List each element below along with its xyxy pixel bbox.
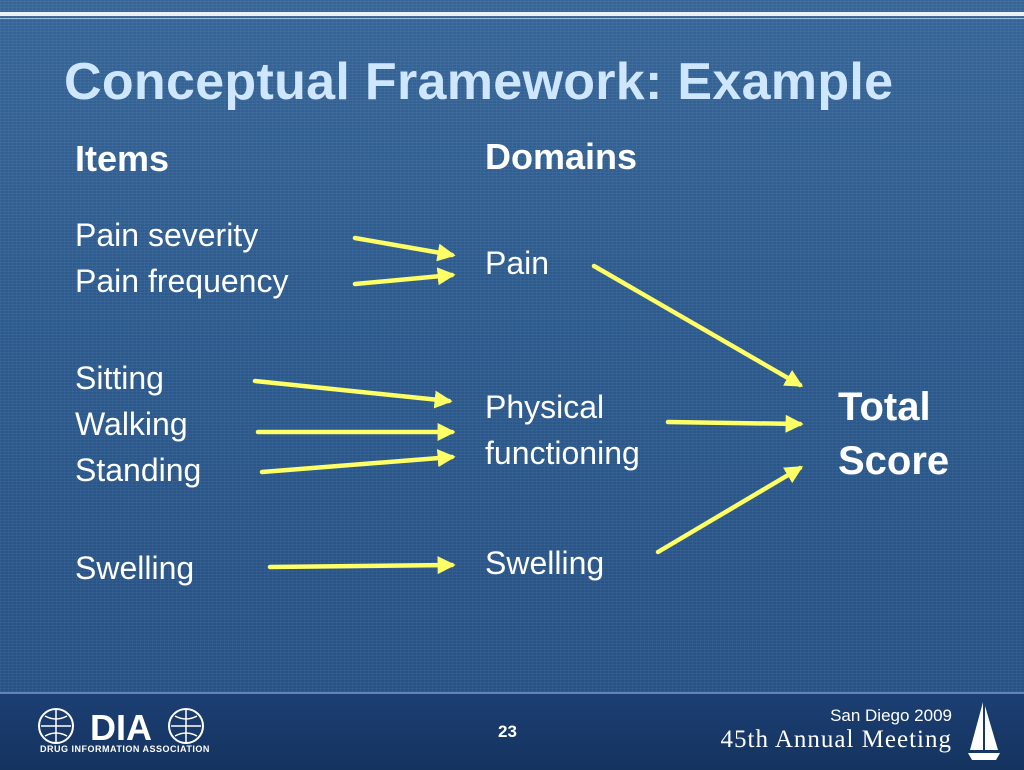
arrows-layer xyxy=(252,235,804,575)
footer: DIA DRUG INFORMATION ASSOCIATION 23 San … xyxy=(0,692,1024,770)
top-rule-thin xyxy=(0,18,1024,19)
top-rule xyxy=(0,12,1024,16)
logo-subtext: DRUG INFORMATION ASSOCIATION xyxy=(40,744,210,754)
domain-physical-line2: functioning xyxy=(485,435,640,471)
arrow-standing-to-physical xyxy=(259,449,456,475)
arrow-swelling-to-swelling xyxy=(267,556,456,575)
domain-pain: Pain xyxy=(485,245,550,281)
domain-physical-line1: Physical xyxy=(485,389,605,425)
arrow-pain-to-total xyxy=(591,263,804,388)
item-sitting: Sitting xyxy=(75,360,164,396)
domain-swelling: Swelling xyxy=(485,545,605,581)
domains-header: Domains xyxy=(485,136,638,177)
arrow-swelling-to-total xyxy=(655,465,804,555)
slide: Conceptual Framework: Example Items Doma… xyxy=(0,0,1024,692)
meeting-location: San Diego 2009 xyxy=(830,706,952,725)
item-standing: Standing xyxy=(75,452,202,488)
dia-logo: DIA xyxy=(38,707,204,748)
total-score-line2: Score xyxy=(838,439,950,483)
arrow-pain-frequency-to-pain xyxy=(352,267,456,287)
arrow-pain-severity-to-pain xyxy=(352,235,456,262)
item-walking: Walking xyxy=(75,406,188,442)
sailboat-icon xyxy=(968,702,1000,760)
item-swelling: Swelling xyxy=(75,550,195,586)
page-number: 23 xyxy=(498,722,517,741)
arrow-sitting-to-physical xyxy=(252,378,453,409)
arrow-physical-to-total xyxy=(665,414,804,433)
items-header: Items xyxy=(75,138,170,179)
item-pain-frequency: Pain frequency xyxy=(75,263,289,299)
item-pain-severity: Pain severity xyxy=(75,217,259,253)
logo-text: DIA xyxy=(90,707,152,748)
total-score-line1: Total xyxy=(838,385,931,429)
slide-title: Conceptual Framework: Example xyxy=(64,53,894,111)
meeting-name: 45th Annual Meeting xyxy=(720,726,952,753)
